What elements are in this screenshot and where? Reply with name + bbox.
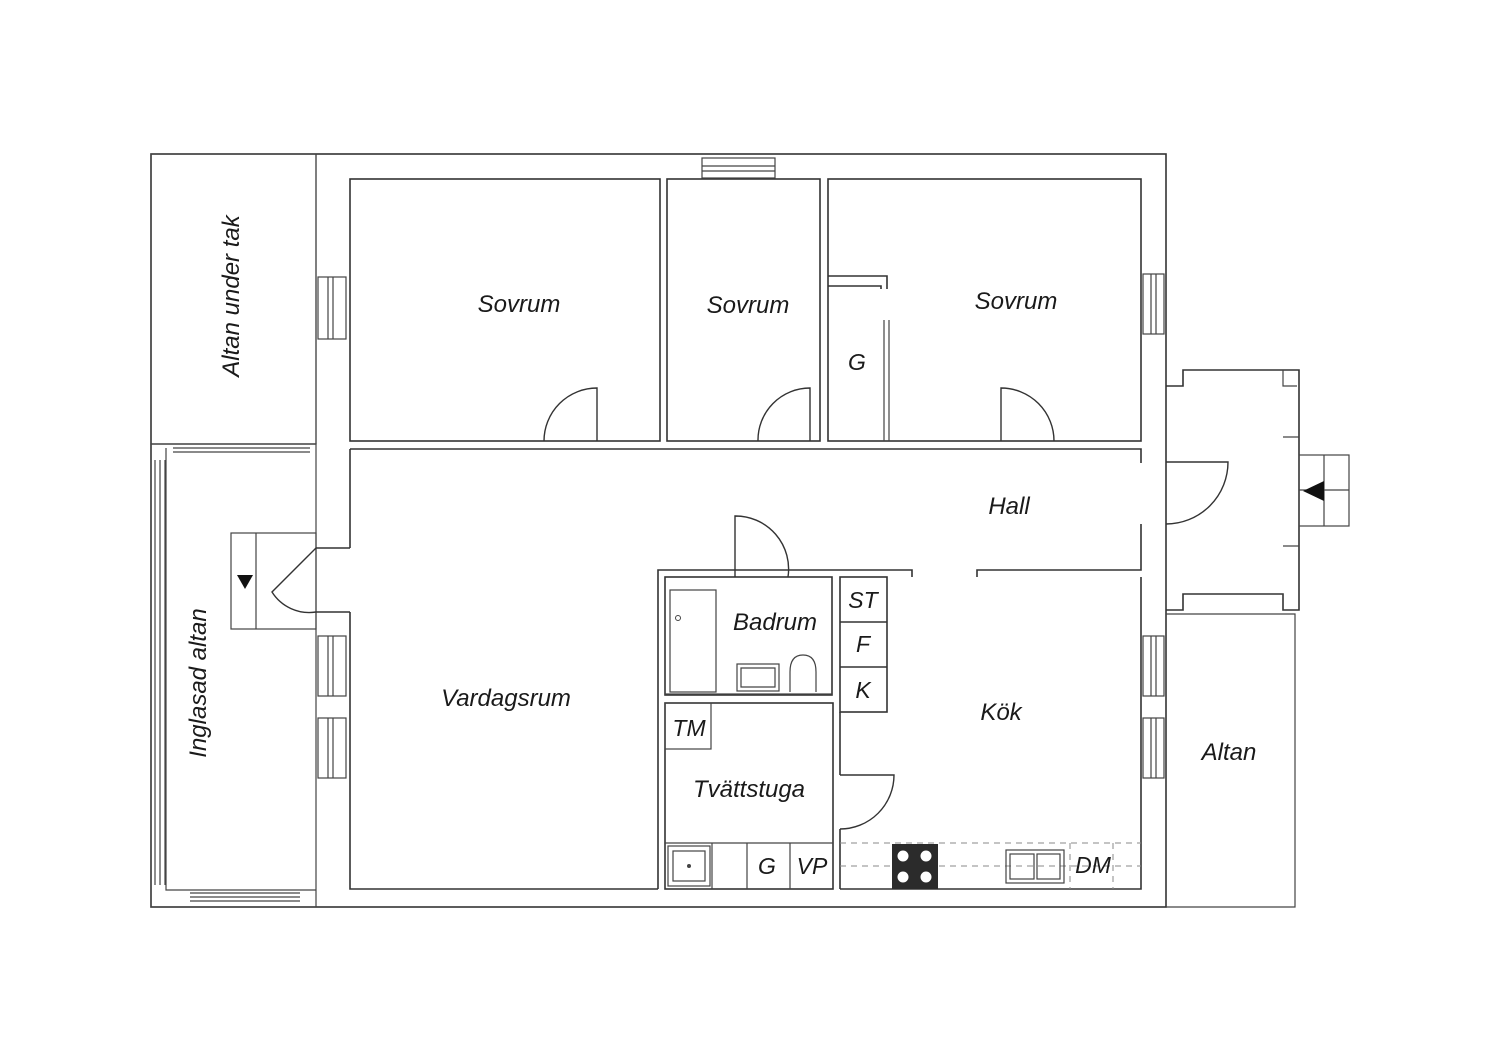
- room-label-vardagsrum: Vardagsrum: [441, 685, 571, 712]
- room-labels: Altan under tak Inglasad altan Sovrum So…: [185, 213, 1256, 803]
- room-label-sovrum-2: Sovrum: [707, 292, 790, 319]
- fixture-label-f: F: [856, 631, 872, 657]
- inglasad-altan-area: [150, 443, 317, 908]
- left-entry[interactable]: [230, 532, 317, 630]
- entry-arrow-icon: [237, 575, 253, 589]
- room-label-inglasad-altan: Inglasad altan: [185, 608, 212, 757]
- laundry-sink: [667, 845, 711, 887]
- room-label-garderob: G: [848, 349, 866, 375]
- altan-area: [1166, 613, 1296, 908]
- bathroom-fixtures: [665, 589, 832, 695]
- room-label-tvattstuga: Tvättstuga: [693, 776, 805, 803]
- room-label-sovrum-1: Sovrum: [478, 291, 561, 318]
- interior-walls: [316, 178, 1142, 890]
- kitchen-counter: [840, 842, 1141, 889]
- fixture-label-vp: VP: [797, 853, 828, 879]
- room-label-altan-under-tak: Altan under tak: [218, 213, 245, 378]
- windows: [317, 157, 1165, 779]
- entry-porch[interactable]: [1166, 369, 1350, 611]
- fixture-label-tm: TM: [672, 715, 706, 741]
- fixture-label-k: K: [855, 677, 872, 703]
- room-label-sovrum-3: Sovrum: [975, 288, 1058, 315]
- room-label-altan: Altan: [1200, 739, 1257, 766]
- entry-arrow-icon: [1303, 481, 1324, 501]
- fixture-labels: ST F K TM G VP DM: [672, 587, 1111, 879]
- fixture-label-st: ST: [848, 587, 879, 613]
- room-label-badrum: Badrum: [733, 609, 817, 636]
- fixture-label-g: G: [758, 853, 776, 879]
- room-label-hall: Hall: [988, 493, 1030, 520]
- doors: [543, 387, 1229, 830]
- fixture-label-dm: DM: [1075, 852, 1112, 878]
- room-label-kok: Kök: [980, 699, 1023, 726]
